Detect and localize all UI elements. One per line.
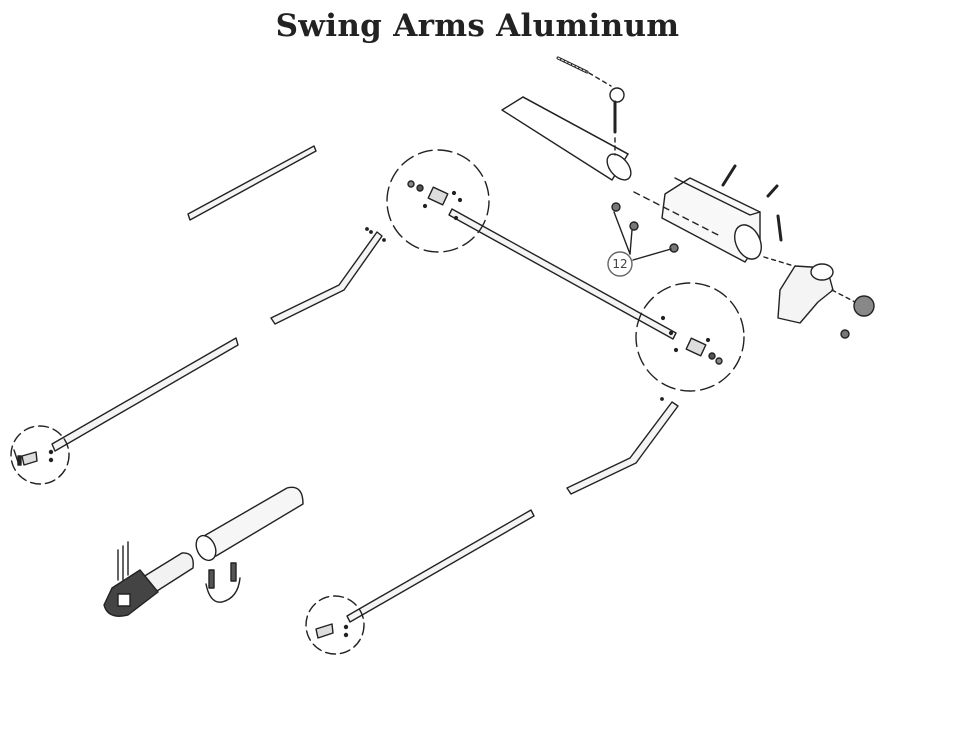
upper-bent-arm — [270, 227, 386, 325]
lower-end-detail — [305, 595, 365, 655]
diagram-title: Swing Arms Aluminum — [275, 8, 680, 44]
cross-tube — [501, 96, 632, 181]
grip-assembly — [103, 486, 304, 617]
lower-long-tube — [346, 509, 535, 623]
callout-label: 12 — [612, 257, 627, 271]
right-center-detail — [635, 282, 745, 392]
left-long-tube — [51, 337, 239, 452]
eye-bolt — [556, 56, 625, 156]
callout-12: 12 — [607, 211, 672, 277]
bracket-knob — [763, 256, 875, 324]
clamp-block — [661, 177, 762, 263]
upper-center-detail — [386, 149, 490, 253]
center-rod — [448, 208, 677, 340]
clamp-bolts — [633, 164, 783, 242]
lower-bent-arm — [566, 397, 679, 495]
upper-left-tube — [187, 145, 317, 221]
nuts — [611, 202, 850, 339]
left-end-detail — [10, 425, 70, 485]
